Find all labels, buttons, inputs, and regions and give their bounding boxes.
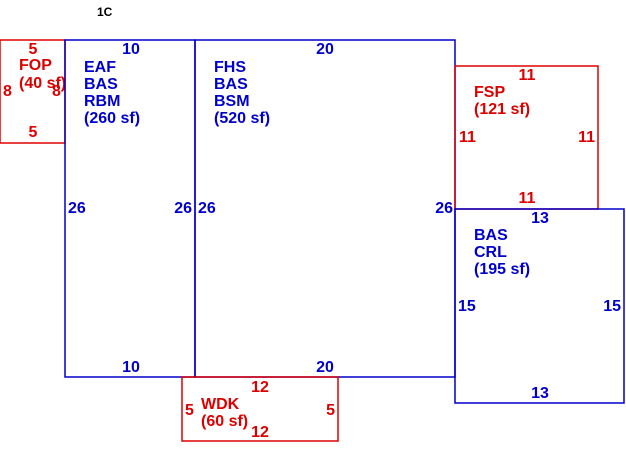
area-fop-dimension-left: 8 xyxy=(3,83,12,100)
area-wdk: WDK (60 sf) 12 5 5 12 xyxy=(181,376,339,442)
area-eaf-dimension-bottom: 10 xyxy=(122,359,140,376)
area-fsp-dimension-left: 11 xyxy=(459,129,476,146)
area-fhs: FHS BAS BSM (520 sf) 20 26 26 20 xyxy=(194,39,456,378)
area-wdk-label-line-1: WDK xyxy=(201,396,240,413)
area-crl-label-line-2: CRL xyxy=(474,244,507,261)
area-fhs-dimension-top: 20 xyxy=(316,41,334,58)
area-wdk-dimension-top: 12 xyxy=(251,379,269,396)
area-crl-label-line-3: (195 sf) xyxy=(474,261,530,278)
area-fop-label-line-2: (40 sf) xyxy=(19,75,66,92)
area-fhs-dimension-left: 26 xyxy=(198,200,216,217)
area-fhs-dimension-bottom: 20 xyxy=(316,359,334,376)
area-fsp-dimension-bottom: 11 xyxy=(519,190,536,207)
area-fsp-dimension-right: 11 xyxy=(578,129,595,146)
area-fhs-label-line-2: BAS xyxy=(214,76,248,93)
area-fop-dimension-right: 8 xyxy=(52,83,61,100)
area-fop-dimension-top: 5 xyxy=(29,41,38,58)
area-wdk-outline xyxy=(181,376,339,442)
area-fhs-label-line-3: BSM xyxy=(214,93,250,110)
area-fhs-label-line-4: (520 sf) xyxy=(214,110,270,127)
page-label: 1C xyxy=(97,5,113,19)
area-crl-dimension-top: 13 xyxy=(531,210,549,227)
area-crl: BAS CRL (195 sf) 13 15 15 13 xyxy=(454,208,625,404)
area-fsp-label-line-2: (121 sf) xyxy=(474,101,530,118)
area-fsp: FSP (121 sf) 11 11 11 11 xyxy=(454,65,599,210)
area-fhs-label-line-1: FHS xyxy=(214,59,246,76)
area-wdk-dimension-bottom: 12 xyxy=(251,424,269,441)
area-crl-outline xyxy=(454,208,625,404)
area-crl-dimension-bottom: 13 xyxy=(531,385,549,402)
area-eaf-label-line-2: BAS xyxy=(84,76,118,93)
area-fsp-dimension-top: 11 xyxy=(519,67,536,84)
area-eaf-label-line-3: RBM xyxy=(84,93,120,110)
area-eaf-dimension-right: 26 xyxy=(174,200,192,217)
area-crl-dimension-right: 15 xyxy=(603,298,621,315)
area-wdk-label-line-2: (60 sf) xyxy=(201,413,248,430)
area-eaf-dimension-left: 26 xyxy=(68,200,86,217)
area-wdk-dimension-right: 5 xyxy=(326,402,335,419)
area-crl-dimension-left: 15 xyxy=(458,298,476,315)
area-eaf-dimension-top: 10 xyxy=(122,41,140,58)
area-fhs-dimension-right: 26 xyxy=(435,200,453,217)
area-fop-dimension-bottom: 5 xyxy=(29,124,38,141)
area-crl-label-line-1: BAS xyxy=(474,227,508,244)
area-eaf-label-line-1: EAF xyxy=(84,59,116,76)
area-fop-label-line-1: FOP xyxy=(19,57,52,74)
area-fop: FOP (40 sf) 5 8 8 5 xyxy=(0,39,66,144)
area-eaf: EAF BAS RBM (260 sf) 10 26 26 10 xyxy=(64,39,196,378)
area-fsp-label-line-1: FSP xyxy=(474,84,505,101)
area-wdk-dimension-left: 5 xyxy=(185,402,194,419)
area-eaf-label-line-4: (260 sf) xyxy=(84,110,140,127)
